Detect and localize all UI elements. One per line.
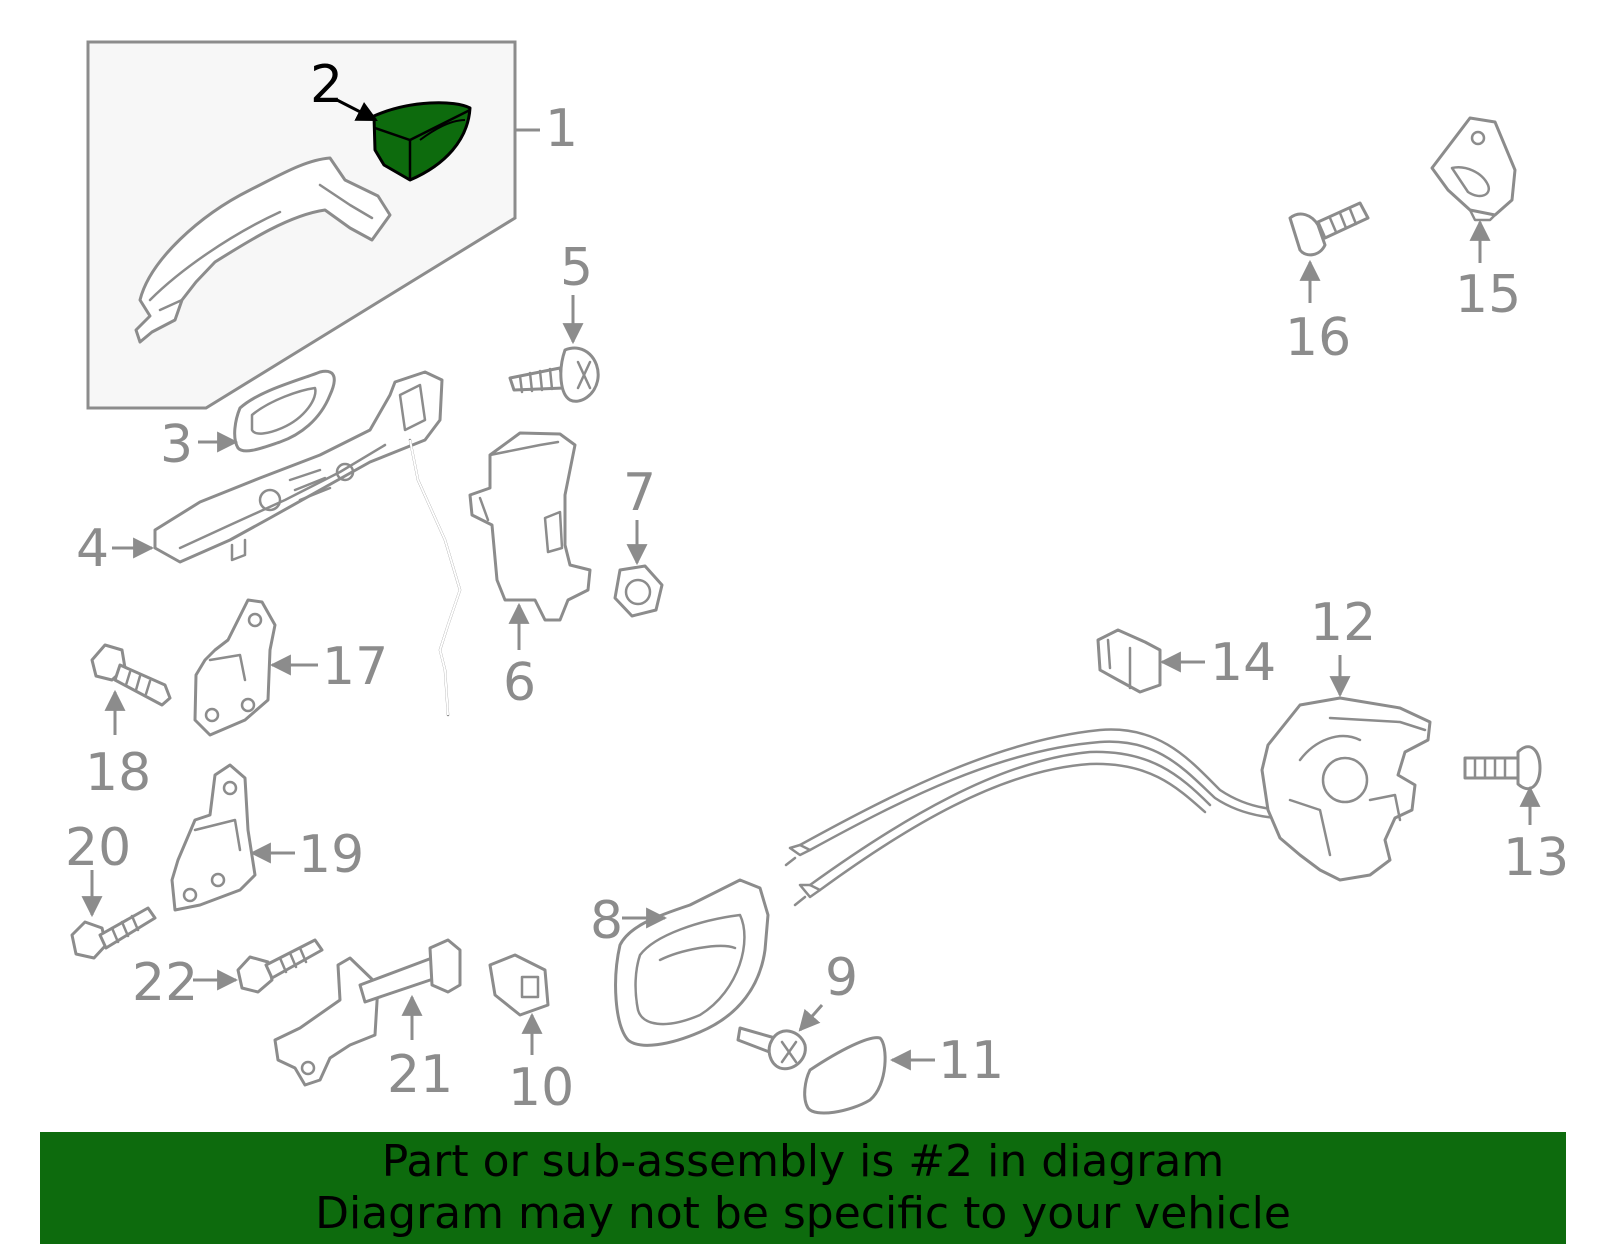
screw-part-5 [508,346,600,403]
callout-11: 11 [938,1031,1004,1091]
callout-15: 15 [1455,265,1521,325]
banner-line-disclaimer: Diagram may not be specific to your vehi… [315,1188,1291,1239]
callout-20: 20 [65,818,131,878]
screw-part-9 [736,1026,807,1071]
cap-part-11 [803,1036,887,1115]
callout-8: 8 [590,891,623,951]
callout-5: 5 [560,238,593,298]
hinge-part-17 [193,598,277,737]
callout-14: 14 [1210,633,1276,693]
gasket-part-3 [233,369,336,453]
outside-handle-part-1 [134,156,392,344]
callout-18: 18 [85,743,151,803]
cover-part-6 [468,431,592,622]
clip-part-10 [488,953,550,1017]
callout-17: 17 [322,637,388,697]
info-banner: Part or sub-assembly is #2 in diagram Di… [40,1132,1566,1244]
assembly-1-box [86,40,517,410]
callout-12: 12 [1310,593,1376,653]
nut-part-7 [613,564,664,618]
callout-13: 13 [1503,828,1569,888]
screw-part-16 [1288,201,1370,257]
callout-16: 16 [1285,308,1351,368]
latch-part-12 [1260,696,1432,882]
check-link-part-21 [273,938,462,1087]
callout-2: 2 [310,55,343,115]
callout-4: 4 [76,519,109,579]
callout-22: 22 [132,953,198,1013]
callout-1: 1 [545,99,578,159]
handle-frame-part-4 [153,370,444,564]
bolt-part-13 [1463,745,1542,791]
handle-cap-part-2 [372,101,472,182]
inside-handle-part-8 [614,878,770,1047]
lock-cables [784,728,1312,907]
callout-10: 10 [508,1058,574,1118]
bolt-part-20 [70,906,157,960]
callout-9: 9 [825,948,858,1008]
bolt-part-18 [90,643,172,707]
handle-rod-inner [409,439,462,716]
callout-3: 3 [160,415,193,475]
bumper-part-14 [1096,628,1162,694]
callout-6: 6 [503,653,536,713]
callout-7: 7 [623,463,656,523]
banner-line-part-info: Part or sub-assembly is #2 in diagram [381,1136,1225,1187]
leader-9 [798,1004,824,1032]
callout-19: 19 [298,825,364,885]
striker-part-15 [1430,116,1517,222]
hinge-part-19 [170,763,257,912]
leader-2 [336,98,378,122]
bolt-part-22 [236,938,324,994]
callout-21: 21 [387,1045,453,1105]
